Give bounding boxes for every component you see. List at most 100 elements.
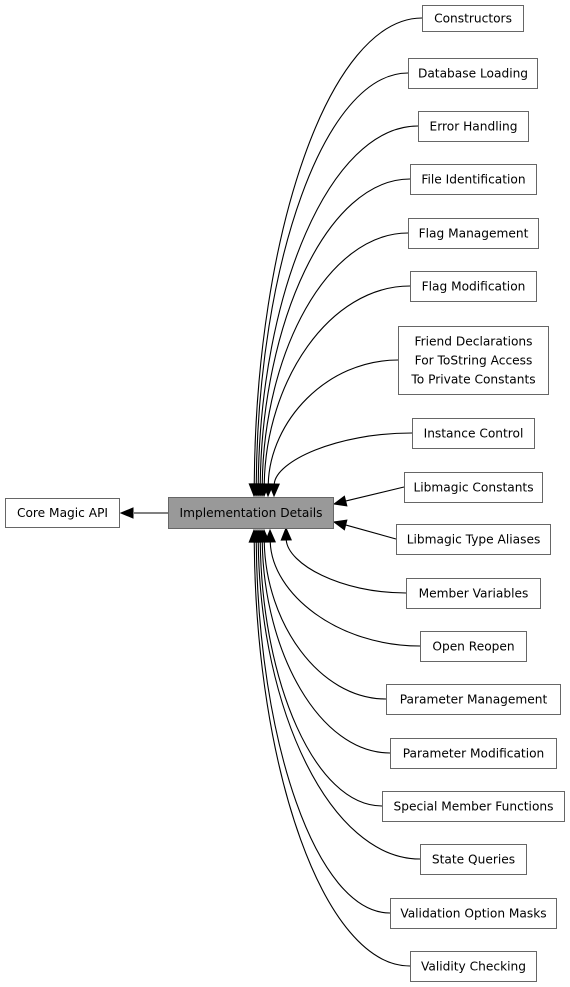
edge-line (257, 125, 419, 485)
child-node-special-member-functions-label: Special Member Functions (394, 800, 554, 814)
child-node-open-reopen-label: Open Reopen (432, 640, 514, 654)
child-node-parameter-modification[interactable]: Parameter Modification (390, 738, 557, 769)
child-node-file-identification[interactable]: File Identification (410, 164, 537, 195)
focus-node-implementation-details-label: Implementation Details (180, 506, 323, 520)
edge-from-database-loading (250, 72, 409, 498)
child-node-friend-declarations-for-tostring-access-to-private-constants-box (398, 326, 549, 395)
edge-from-constructors (248, 17, 423, 498)
child-node-libmagic-type-aliases-box (396, 524, 551, 555)
child-node-state-queries-label: State Queries (432, 853, 515, 867)
edge-line (261, 232, 409, 485)
edge-arrowhead (280, 526, 292, 541)
child-node-libmagic-type-aliases-label: Libmagic Type Aliases (407, 533, 541, 547)
edge-arrowhead (268, 483, 280, 498)
edge-line (255, 541, 391, 914)
child-node-constructors-label: Constructors (434, 12, 512, 26)
child-node-flag-management-box (408, 218, 539, 249)
child-node-file-identification-label: File Identification (421, 173, 525, 187)
parent-node-core-magic-api[interactable]: Core Magic API (5, 498, 120, 528)
child-node-instance-control-box (412, 418, 535, 449)
child-node-special-member-functions[interactable]: Special Member Functions (382, 791, 565, 822)
focus-node-implementation-details[interactable]: Implementation Details (168, 497, 334, 529)
child-node-member-variables[interactable]: Member Variables (406, 578, 541, 609)
edge-line (273, 432, 413, 485)
child-node-instance-control-label: Instance Control (424, 427, 524, 441)
parent-node-core-magic-api-label: Core Magic API (17, 506, 108, 520)
child-node-flag-management[interactable]: Flag Management (408, 218, 539, 249)
edge-line (255, 72, 409, 485)
child-node-friend-declarations-for-tostring-access-to-private-constants-label: Friend Declarations (415, 335, 533, 349)
child-node-error-handling-box (418, 111, 529, 142)
child-node-state-queries-box (420, 844, 527, 875)
child-node-parameter-management[interactable]: Parameter Management (386, 684, 561, 715)
child-node-member-variables-label: Member Variables (419, 587, 529, 601)
child-node-open-reopen-box (420, 631, 527, 662)
edge-arrowhead (332, 495, 348, 507)
edge-line (259, 178, 411, 485)
graph-edges (119, 17, 423, 967)
edge-line (269, 541, 421, 647)
child-node-parameter-management-label: Parameter Management (400, 693, 548, 707)
child-node-validity-checking-box (410, 951, 537, 982)
edge-from-friend-declarations-for-tostring-access-to-private-constants (262, 359, 399, 498)
edge-to-core-magic-api (119, 507, 168, 519)
child-node-database-loading-label: Database Loading (418, 67, 528, 81)
edge-line (345, 486, 405, 502)
edge-arrowhead (248, 528, 260, 543)
child-node-special-member-functions-box (382, 791, 565, 822)
edge-from-member-variables (280, 526, 407, 594)
edge-line (345, 524, 397, 540)
child-node-validation-option-masks-label: Validation Option Masks (400, 907, 546, 921)
child-node-libmagic-constants[interactable]: Libmagic Constants (404, 472, 543, 503)
child-node-validation-option-masks[interactable]: Validation Option Masks (390, 898, 557, 929)
focus-node-implementation-details-box (168, 497, 334, 529)
edge-line (259, 541, 383, 807)
child-node-validity-checking-label: Validity Checking (421, 960, 526, 974)
child-node-database-loading[interactable]: Database Loading (408, 58, 538, 89)
edge-from-validity-checking (248, 528, 411, 967)
edge-from-special-member-functions (254, 528, 383, 807)
child-node-validity-checking[interactable]: Validity Checking (410, 951, 537, 982)
edge-from-validation-option-masks (250, 528, 391, 914)
child-node-libmagic-type-aliases[interactable]: Libmagic Type Aliases (396, 524, 551, 555)
parent-node-core-magic-api-box (5, 498, 120, 528)
child-node-flag-modification-label: Flag Modification (422, 280, 526, 294)
edge-line (263, 541, 387, 700)
child-node-constructors[interactable]: Constructors (422, 5, 524, 32)
edge-line (253, 541, 411, 967)
edge-line (285, 539, 407, 594)
child-node-error-handling-label: Error Handling (430, 120, 518, 134)
edge-from-parameter-modification (256, 528, 391, 754)
child-node-friend-declarations-for-tostring-access-to-private-constants-label: For ToString Access (415, 354, 533, 368)
edge-line (257, 541, 421, 860)
edge-arrowhead (332, 519, 348, 531)
edge-line (261, 541, 391, 754)
graph-nodes: Implementation Details Core Magic API Cons… (5, 5, 565, 982)
child-node-open-reopen[interactable]: Open Reopen (420, 631, 527, 662)
child-node-validation-option-masks-box (390, 898, 557, 929)
child-node-database-loading-box (408, 58, 538, 89)
edge-from-file-identification (254, 178, 411, 498)
child-node-parameter-management-box (386, 684, 561, 715)
child-node-libmagic-constants-box (404, 472, 543, 503)
edge-line (253, 17, 423, 485)
child-node-state-queries[interactable]: State Queries (420, 844, 527, 875)
edge-from-libmagic-constants (332, 486, 405, 507)
child-node-constructors-box (422, 5, 524, 32)
child-node-libmagic-constants-label: Libmagic Constants (413, 481, 533, 495)
child-node-error-handling[interactable]: Error Handling (418, 111, 529, 142)
child-node-parameter-modification-label: Parameter Modification (403, 747, 545, 761)
child-node-flag-modification-box (410, 271, 537, 302)
child-node-flag-modification[interactable]: Flag Modification (410, 271, 537, 302)
child-node-member-variables-box (406, 578, 541, 609)
child-node-instance-control[interactable]: Instance Control (412, 418, 535, 449)
edge-line (267, 359, 399, 485)
child-node-flag-management-label: Flag Management (419, 227, 529, 241)
child-node-file-identification-box (410, 164, 537, 195)
child-node-friend-declarations-for-tostring-access-to-private-constants-label: To Private Constants (410, 373, 535, 387)
child-node-parameter-modification-box (390, 738, 557, 769)
edge-from-libmagic-type-aliases (332, 519, 397, 540)
edge-from-flag-modification (258, 285, 411, 498)
